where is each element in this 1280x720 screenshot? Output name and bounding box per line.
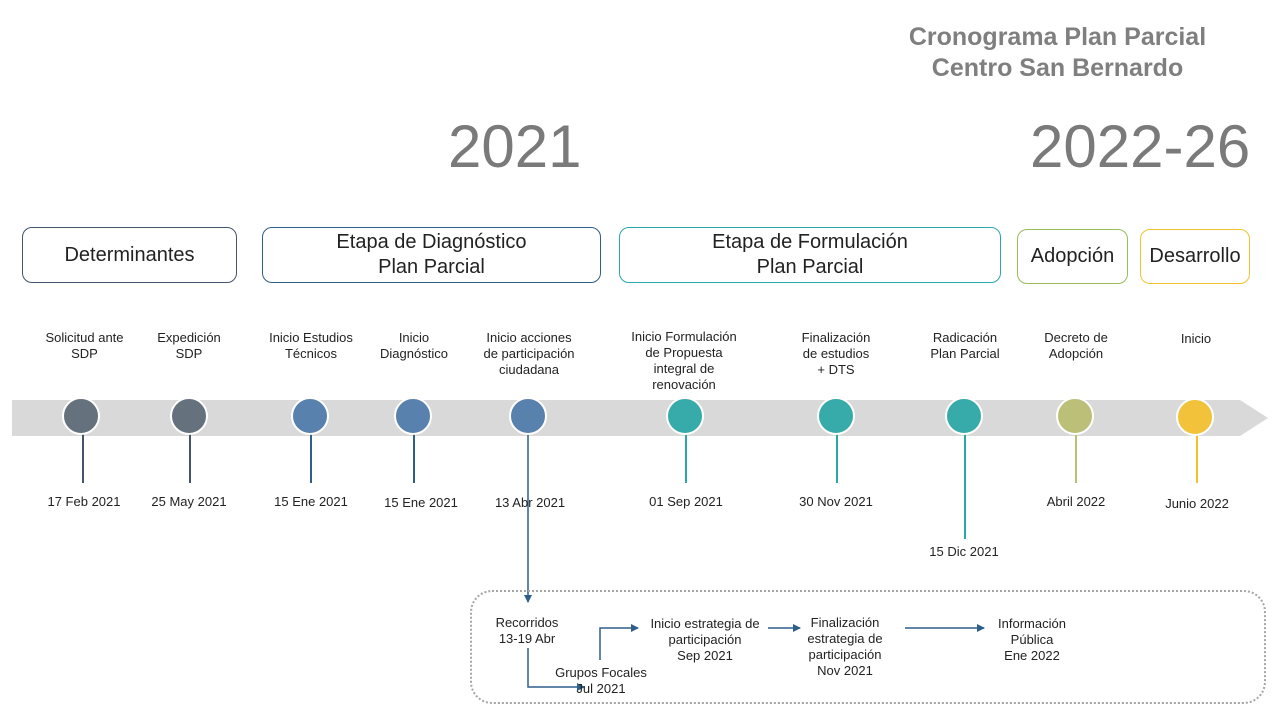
milestone-label-estudios: Inicio Estudios Técnicos xyxy=(269,330,353,361)
milestone-circle xyxy=(1056,397,1094,435)
milestone-date: 15 Ene 2021 xyxy=(384,495,458,510)
participation-recorridos: Recorridos 13-19 Abr xyxy=(495,615,559,646)
milestone-label-inicio: Inicio xyxy=(1180,331,1212,346)
milestone-date: 15 Ene 2021 xyxy=(274,494,348,509)
milestone-date: Junio 2022 xyxy=(1165,496,1229,511)
phase-determinantes: Determinantes xyxy=(22,227,237,283)
milestone-date: 25 May 2021 xyxy=(151,494,227,509)
phase-formulacion: Etapa de Formulación Plan Parcial xyxy=(619,227,1001,283)
participation-informacion-publica: Información Pública Ene 2022 xyxy=(998,616,1066,663)
milestone-circle xyxy=(394,397,432,435)
phase-diagnostico: Etapa de Diagnóstico Plan Parcial xyxy=(262,227,601,283)
milestone-date: 30 Nov 2021 xyxy=(799,494,873,509)
milestone-circle xyxy=(666,397,704,435)
milestone-circle xyxy=(170,397,208,435)
milestone-circle xyxy=(817,397,855,435)
milestone-label-decreto: Decreto de Adopción xyxy=(1044,330,1108,361)
milestone-label-finalizacion: Finalización de estudios + DTS xyxy=(801,330,871,377)
connector-line xyxy=(1075,417,1077,483)
milestone-date: 01 Sep 2021 xyxy=(649,494,723,509)
milestone-label-solicitud: Solicitud ante SDP xyxy=(45,330,124,361)
connector-line xyxy=(82,417,84,483)
chart-title: Cronograma Plan Parcial Centro San Berna… xyxy=(908,23,1207,82)
phase-desarrollo: Desarrollo xyxy=(1140,229,1250,284)
connector-line xyxy=(1196,417,1198,483)
connector-line xyxy=(189,417,191,483)
milestone-label-diagnostico: Inicio Diagnóstico xyxy=(380,330,448,361)
milestone-label-participacion: Inicio acciones de participación ciudada… xyxy=(483,330,575,377)
milestone-label-radicacion: Radicación Plan Parcial xyxy=(930,330,1000,361)
milestone-circle xyxy=(62,397,100,435)
milestone-date: 15 Dic 2021 xyxy=(929,544,999,559)
milestone-date: Abril 2022 xyxy=(1046,494,1106,509)
phase-adopcion: Adopción xyxy=(1017,229,1128,284)
milestone-label-formulacion: Inicio Formulación de Propuesta integral… xyxy=(631,329,737,392)
milestone-date: 13 Abr 2021 xyxy=(494,495,566,510)
year-heading-2021: 2021 xyxy=(448,113,582,180)
milestone-circle xyxy=(291,397,329,435)
connector-line xyxy=(836,417,838,483)
participation-inicio-estrategia: Inicio estrategia de participación Sep 2… xyxy=(650,616,760,663)
year-heading-2022-26: 2022-26 xyxy=(1030,113,1251,180)
participation-finalizacion-estrategia: Finalización estrategia de participación… xyxy=(807,615,883,678)
participation-grupos-focales: Grupos Focales Jul 2021 xyxy=(555,665,647,696)
milestone-circle xyxy=(509,397,547,435)
connector-line xyxy=(310,417,312,483)
connector-line xyxy=(964,417,966,539)
milestone-circle xyxy=(1176,398,1214,436)
milestone-label-expedicion: Expedición SDP xyxy=(157,330,221,361)
connector-line xyxy=(685,417,687,483)
milestone-date: 17 Feb 2021 xyxy=(47,494,121,509)
milestone-circle xyxy=(945,397,983,435)
connector-line xyxy=(413,417,415,483)
participation-box xyxy=(470,590,1266,704)
